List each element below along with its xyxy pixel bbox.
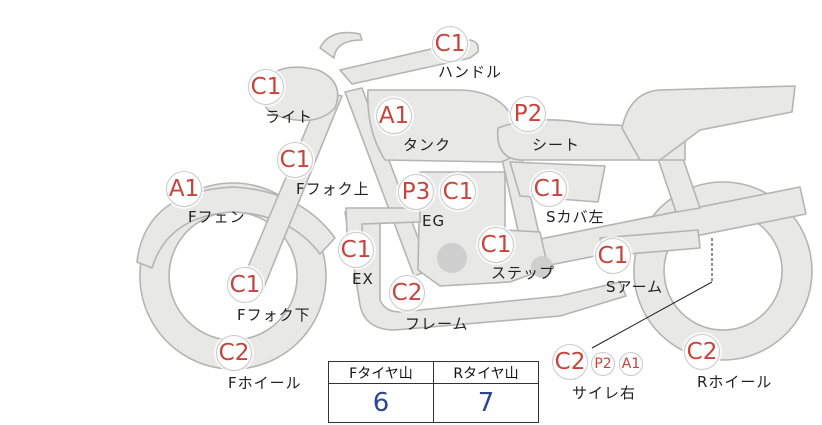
seat-rank-badge: P2	[510, 96, 546, 132]
frame-rank-badge: C2	[389, 275, 425, 311]
r-wheel-label: Rホイール	[697, 373, 773, 391]
rear-tire-header: Rタイヤ山	[433, 361, 539, 384]
handle-rank-badge: C1	[432, 26, 468, 62]
light-label: ライト	[265, 108, 314, 126]
f-fender-label: Fフェン	[188, 208, 246, 226]
tire-tread-table: Fタイヤ山 Rタイヤ山 6 7	[328, 361, 539, 423]
silencer-right-rank-badge-3: A1	[619, 352, 643, 376]
front-tire-header: Fタイヤ山	[328, 361, 434, 384]
f-wheel-label: Fホイール	[228, 374, 302, 392]
light-rank-badge: C1	[248, 69, 284, 105]
engine-rank-badge-2: C1	[440, 174, 476, 210]
handle-label: ハンドル	[438, 63, 503, 81]
frame-label: フレーム	[405, 315, 469, 333]
tire-table-value-row: 6 7	[328, 383, 539, 423]
r-wheel-rank-badge: C2	[684, 334, 720, 370]
s-arm-rank-badge: C1	[595, 238, 631, 274]
silencer-right-label: サイレ右	[572, 384, 637, 402]
rear-tire-value: 7	[433, 383, 539, 423]
frame-lower-shape	[344, 211, 627, 331]
seat-label: シート	[532, 136, 581, 154]
f-fork-upper-rank-badge: C1	[277, 142, 313, 178]
engine-label: EG	[422, 212, 446, 230]
step-label: ステップ	[491, 264, 556, 282]
exhaust-label: EX	[352, 270, 374, 288]
f-fork-upper-label: Fフォク上	[296, 180, 370, 198]
engine-rank-badge-1: P3	[398, 174, 434, 210]
f-fork-lower-label: Fフォク下	[237, 306, 311, 324]
silencer-leader-line-2	[591, 281, 713, 349]
front-tire-value: 6	[328, 383, 434, 423]
mirror-stem-shape	[319, 31, 363, 59]
exhaust-rank-badge: C1	[338, 232, 374, 268]
f-fork-lower-rank-badge: C1	[227, 267, 263, 303]
s-cover-left-rank-badge: C1	[531, 171, 567, 207]
tire-table-header-row: Fタイヤ山 Rタイヤ山	[328, 361, 539, 384]
tank-rank-badge: A1	[376, 98, 412, 134]
s-arm-label: Sアーム	[606, 278, 664, 296]
tank-label: タンク	[403, 136, 452, 154]
f-fender-rank-badge: A1	[166, 171, 202, 207]
silencer-right-rank-badge-1: C2	[552, 344, 588, 380]
step-rank-badge: C1	[478, 227, 514, 263]
f-wheel-rank-badge: C2	[216, 335, 252, 371]
tail-cowl-shape	[621, 85, 796, 161]
s-cover-left-label: Sカバ左	[546, 208, 605, 226]
silencer-right-rank-badge-2: P2	[591, 352, 615, 376]
